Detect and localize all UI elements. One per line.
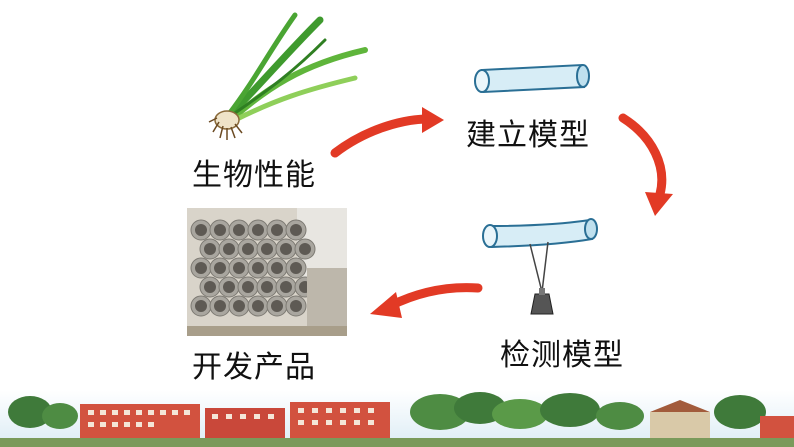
pipe-hole	[280, 281, 292, 293]
pipe-hole	[214, 262, 226, 274]
pipe-hole	[280, 243, 292, 255]
pipe-hole	[195, 262, 207, 274]
tube-model-icon	[474, 63, 590, 94]
pipe-hole	[261, 281, 273, 293]
pipe-hole	[204, 281, 216, 293]
arrow-build-to-test	[618, 113, 673, 216]
arrow-test-to-develop	[370, 283, 483, 318]
label-build-model: 建立模型	[466, 118, 590, 153]
pipe-hole	[233, 262, 245, 274]
pipe-hole	[195, 300, 207, 312]
pipe-hole	[214, 224, 226, 236]
campus-banner	[0, 390, 794, 447]
pipe-hole	[290, 224, 302, 236]
pipe-hole	[223, 243, 235, 255]
tube-weight-icon	[482, 218, 598, 315]
pipe-hole	[252, 300, 264, 312]
pipe-hole	[204, 243, 216, 255]
pipe-hole	[233, 224, 245, 236]
label-bio-performance: 生物性能	[192, 158, 316, 193]
pipe-hole	[252, 224, 264, 236]
pipe-hole	[290, 262, 302, 274]
pipes-photo	[187, 208, 347, 336]
pipe-hole	[252, 262, 264, 274]
pipe-hole	[233, 300, 245, 312]
pipe-hole	[271, 224, 283, 236]
pipe-stack	[190, 219, 316, 317]
pipe-hole	[242, 281, 254, 293]
pipe-hole	[290, 300, 302, 312]
label-test-model: 检测模型	[500, 338, 624, 373]
pipe-hole	[242, 243, 254, 255]
pipe-hole	[299, 243, 311, 255]
label-develop-product: 开发产品	[192, 350, 316, 385]
pipe-hole	[214, 300, 226, 312]
pipe-hole	[195, 224, 207, 236]
arrow-bio-to-build	[330, 107, 444, 158]
scallion-icon	[208, 12, 368, 140]
pipe-hole	[261, 243, 273, 255]
pipe-hole	[223, 281, 235, 293]
pipe-hole	[271, 300, 283, 312]
pipe-hole	[271, 262, 283, 274]
